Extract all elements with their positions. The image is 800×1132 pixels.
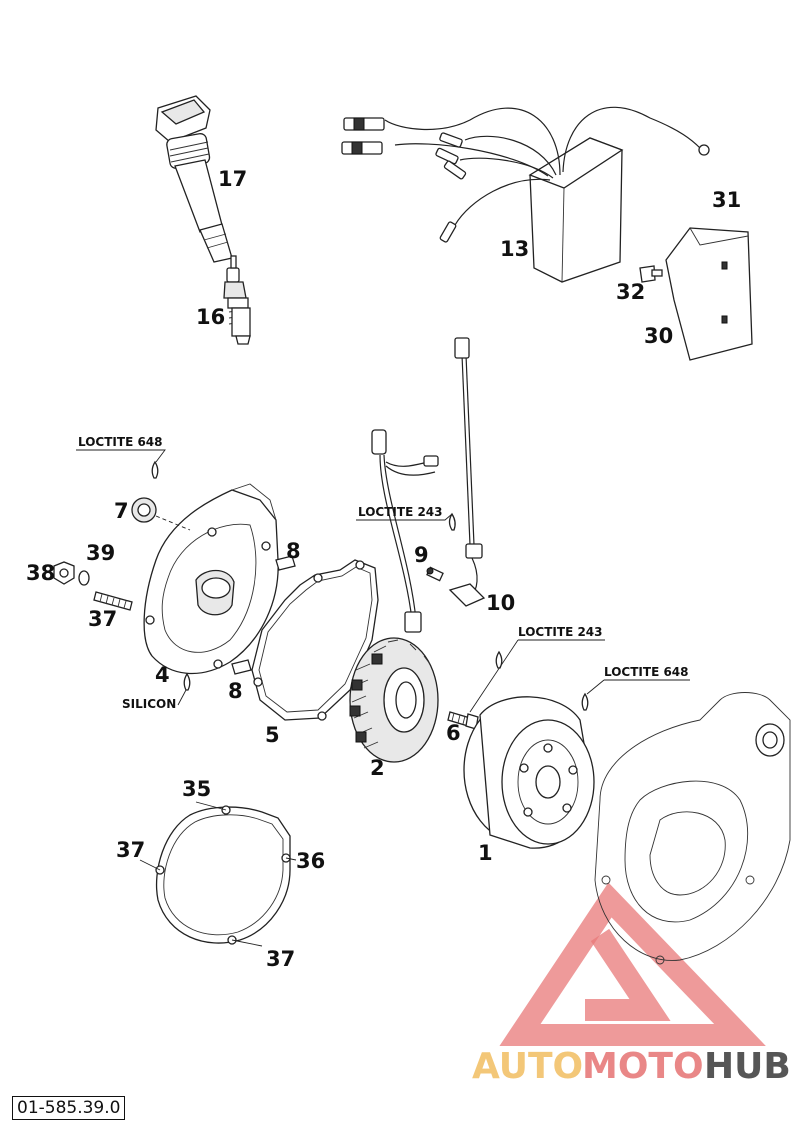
- note-silicon: SILICON: [122, 697, 176, 711]
- stator: [349, 637, 439, 763]
- stud-nut-washer: [53, 561, 133, 611]
- note-loctite-648-flywheel: LOCTITE 648: [604, 665, 689, 679]
- callout-38: 38: [26, 561, 55, 585]
- compound-drops: [151, 460, 589, 711]
- watermark-auto: AUTO: [472, 1046, 583, 1087]
- note-loctite-648-cover: LOCTITE 648: [78, 435, 163, 449]
- compound-notes: LOCTITE 648 LOCTITE 243 LOCTITE 243 LOCT…: [78, 435, 689, 711]
- seal-ring: [131, 497, 191, 531]
- cover-gasket: [251, 559, 379, 721]
- drop-icon: [581, 692, 589, 711]
- watermark-inner-icon: [585, 928, 671, 1021]
- callout-1: 1: [478, 841, 493, 865]
- callout-37-gasket-left: 37: [116, 838, 145, 862]
- watermark-triangle-icon: [499, 882, 766, 1046]
- callout-31: 31: [712, 188, 741, 212]
- callout-4: 4: [155, 663, 170, 687]
- callout-32: 32: [616, 280, 645, 304]
- callout-7: 7: [114, 499, 129, 523]
- stator-wiring: [371, 337, 483, 633]
- callout-17: 17: [218, 167, 247, 191]
- callout-numbers: 1 2 4 5 6 7 8 8 9 10 13 16 17 30 31 32 3…: [26, 167, 741, 971]
- callout-6: 6: [446, 721, 461, 745]
- dowel-pins: [231, 555, 296, 675]
- callout-37-stud: 37: [88, 607, 117, 631]
- callout-10: 10: [486, 591, 515, 615]
- watermark-text: AUTO MOTO HUB: [472, 1046, 791, 1087]
- callout-37-gasket-bottom: 37: [266, 947, 295, 971]
- watermark-logo: [499, 882, 766, 1046]
- callout-16: 16: [196, 305, 225, 329]
- callout-39: 39: [86, 541, 115, 565]
- cdi-unit: [341, 106, 710, 283]
- spark-plug: [223, 255, 251, 345]
- callout-13: 13: [500, 237, 529, 261]
- flywheel-bolt: [447, 711, 479, 730]
- callout-35: 35: [182, 777, 211, 801]
- drop-icon: [151, 460, 159, 479]
- note-loctite-243-flywheel: LOCTITE 243: [518, 625, 603, 639]
- cdi-cover: [639, 227, 753, 361]
- callout-5: 5: [265, 723, 280, 747]
- pulse-generator: [426, 566, 486, 607]
- note-loctite-243-stator: LOCTITE 243: [358, 505, 443, 519]
- drop-icon: [183, 672, 191, 691]
- lower-gasket: [155, 805, 291, 945]
- leader-lines: [76, 449, 690, 947]
- callout-9: 9: [414, 543, 429, 567]
- callout-30: 30: [644, 324, 673, 348]
- ignition-cover: [143, 483, 279, 675]
- watermark-moto: MOTO: [582, 1046, 704, 1087]
- callout-8-upper: 8: [286, 539, 301, 563]
- drop-icon: [448, 512, 456, 531]
- watermark-hub: HUB: [704, 1046, 791, 1087]
- ignition-coil: [155, 95, 233, 263]
- callout-36: 36: [296, 849, 325, 873]
- crankcase-cover: [594, 692, 791, 965]
- document-number: 01-585.39.0: [12, 1096, 126, 1120]
- callout-8-lower: 8: [228, 679, 243, 703]
- flywheel-rotor: [463, 696, 595, 849]
- callout-2: 2: [370, 756, 385, 780]
